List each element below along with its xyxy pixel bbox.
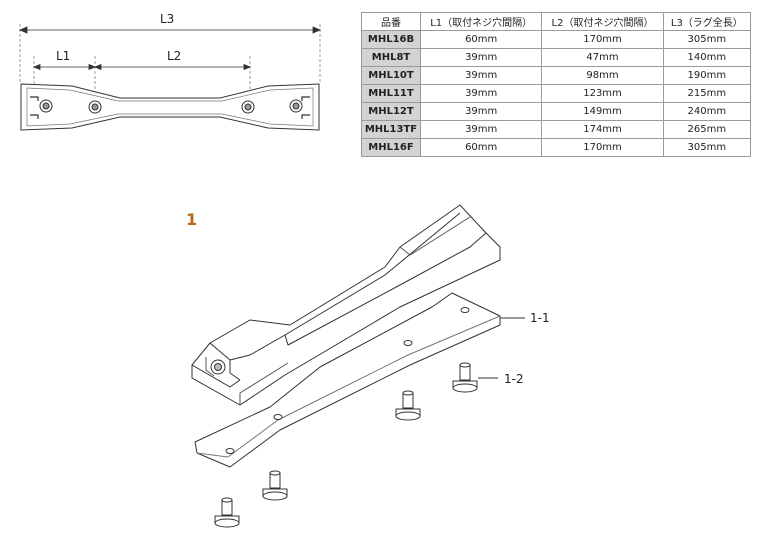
- col-header-l3: L3（ラグ全長）: [662, 12, 752, 31]
- cell-l3: 240mm: [662, 102, 752, 121]
- table-row: MHL12T 39mm 149mm 240mm: [361, 102, 752, 121]
- cell-l2: 170mm: [541, 138, 664, 157]
- exploded-view: 1-1 1-2: [170, 195, 590, 545]
- cell-l2: 149mm: [541, 102, 664, 121]
- screw-4: [214, 497, 240, 528]
- l2-label: L2: [167, 49, 182, 63]
- table-row: MHL16B 60mm 170mm 305mm: [361, 30, 752, 49]
- cell-model: MHL10T: [361, 66, 421, 85]
- table-row: MHL13TF 39mm 174mm 265mm: [361, 120, 752, 139]
- cell-l2: 47mm: [541, 48, 664, 67]
- cell-model: MHL12T: [361, 102, 421, 121]
- cell-l2: 170mm: [541, 30, 664, 49]
- screw-1: [452, 362, 478, 393]
- callout-1-1: 1-1: [530, 311, 550, 325]
- col-header-model: 品番: [361, 12, 421, 31]
- table-row: MHL10T 39mm 98mm 190mm: [361, 66, 752, 85]
- l1-label: L1: [56, 49, 71, 63]
- cell-l3: 140mm: [662, 48, 752, 67]
- cell-l1: 39mm: [419, 102, 543, 121]
- cell-l3: 215mm: [662, 84, 752, 103]
- cell-l1: 39mm: [419, 48, 543, 67]
- table-row: MHL16F 60mm 170mm 305mm: [361, 138, 752, 157]
- screw-3: [262, 470, 288, 501]
- lug-top-view: [18, 24, 322, 131]
- table-row: MHL8T 39mm 47mm 140mm: [361, 48, 752, 67]
- cell-l1: 60mm: [419, 30, 543, 49]
- cell-l3: 190mm: [662, 66, 752, 85]
- table-header-row: 品番 L1（取付ネジ穴間隔） L2（取付ネジ穴間隔） L3（ラグ全長）: [361, 12, 752, 31]
- cell-l3: 305mm: [662, 138, 752, 157]
- cell-l2: 123mm: [541, 84, 664, 103]
- cell-l1: 39mm: [419, 66, 543, 85]
- exploded-view-svg: [191, 204, 525, 528]
- cell-model: MHL16B: [361, 30, 421, 49]
- spec-table: 品番 L1（取付ネジ穴間隔） L2（取付ネジ穴間隔） L3（ラグ全長） MHL1…: [361, 12, 752, 157]
- item-number: 1: [186, 210, 198, 229]
- cell-l1: 39mm: [419, 120, 543, 139]
- cell-l1: 60mm: [419, 138, 543, 157]
- dimension-drawing: L3 L1 L2: [0, 0, 340, 150]
- plate: [194, 292, 501, 468]
- col-header-l1: L1（取付ネジ穴間隔）: [419, 12, 543, 31]
- table-row: MHL11T 39mm 123mm 215mm: [361, 84, 752, 103]
- callout-1-2: 1-2: [504, 372, 524, 386]
- cell-l1: 39mm: [419, 84, 543, 103]
- col-header-l2: L2（取付ネジ穴間隔）: [541, 12, 664, 31]
- screw-2: [395, 390, 421, 421]
- cell-model: MHL8T: [361, 48, 421, 67]
- cell-l3: 265mm: [662, 120, 752, 139]
- cell-l3: 305mm: [662, 30, 752, 49]
- cell-model: MHL13TF: [361, 120, 421, 139]
- cell-model: MHL11T: [361, 84, 421, 103]
- cell-model: MHL16F: [361, 138, 421, 157]
- cell-l2: 174mm: [541, 120, 664, 139]
- cell-l2: 98mm: [541, 66, 664, 85]
- l3-label: L3: [160, 12, 175, 26]
